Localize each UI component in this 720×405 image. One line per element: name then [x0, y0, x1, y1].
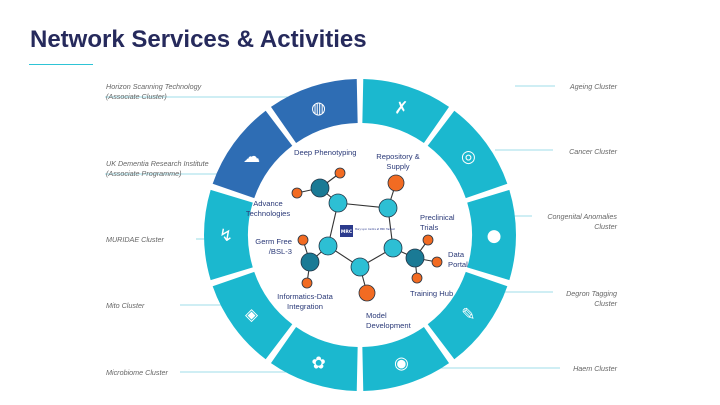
cluster-label-muridae: MURIDAE Cluster: [106, 235, 164, 244]
logo-mark: [340, 225, 353, 237]
service-preclinical-trials: Preclinical Trials: [420, 213, 455, 232]
network-node: [334, 167, 346, 179]
cluster-label-degron: Degron Tagging Cluster: [566, 289, 617, 308]
network-node: [411, 272, 423, 284]
network-node: [350, 257, 370, 277]
service-data-portal: Data Portal: [448, 250, 468, 269]
cluster-label-horizon: Horizon Scanning Technology (Associate C…: [106, 82, 202, 101]
mouse-icon: ↯: [219, 226, 233, 246]
blood-cells-icon: ◉: [394, 353, 409, 373]
network-node: [328, 193, 348, 213]
network-node: [422, 234, 434, 246]
cluster-label-congenital: Congenital Anomalies Cluster: [547, 212, 617, 231]
network-node: [387, 174, 405, 192]
ring-segment: [212, 110, 293, 199]
ring-segment: [362, 326, 450, 391]
brain-icon: ☁: [243, 147, 260, 167]
cluster-label-uk-dementia: UK Dementia Research Institute (Associat…: [106, 159, 209, 178]
ring-segment: [362, 79, 450, 144]
logo-mark-text: MRC: [341, 229, 353, 235]
ring-segment: [427, 271, 508, 360]
pipette-icon: ✎: [461, 305, 475, 325]
network-node: [378, 198, 398, 218]
network-node: [431, 256, 443, 268]
fingerprint-icon: ◍: [311, 99, 326, 119]
network-node: [358, 284, 376, 302]
cluster-label-haem: Haem Cluster: [573, 364, 617, 373]
ring-segment: [203, 189, 253, 281]
network-node: [405, 248, 425, 268]
ring-segment: [270, 79, 358, 144]
ring-segment: [270, 326, 358, 391]
mitochondria-icon: ◈: [245, 305, 259, 325]
cluster-label-ageing: Ageing Cluster: [569, 82, 617, 91]
cluster-label-mito: Mito Cluster: [106, 301, 145, 310]
ring-segment: [212, 271, 293, 360]
network-node: [383, 238, 403, 258]
network-node: [301, 277, 313, 289]
network-node: [291, 187, 303, 199]
network-node: [318, 236, 338, 256]
dna-icon: ✗: [394, 99, 408, 119]
cluster-label-microbiome: Microbiome Cluster: [106, 368, 168, 377]
ring-segment: [467, 189, 516, 281]
ring-segment: [427, 110, 508, 199]
bacteria-icon: ✿: [311, 353, 325, 373]
service-repository-supply: Repository & Supply: [376, 152, 420, 171]
cell-icon: ◎: [461, 147, 476, 167]
network-node: [300, 252, 320, 272]
service-advance-technologies: Advance Technologies: [245, 199, 291, 218]
logo-text: Mary Lyon Centre at MRC Harwell: [355, 228, 395, 231]
network-node: [297, 234, 309, 246]
network-node: [310, 178, 330, 198]
service-model-development: Model Development: [366, 311, 411, 330]
service-training-hub: Training Hub: [410, 289, 454, 298]
embryo-icon: ●: [487, 226, 502, 246]
cluster-label-cancer: Cancer Cluster: [569, 147, 617, 156]
service-deep-phenotyping: Deep Phenotyping: [294, 148, 357, 157]
service-germ-free: Germ Free /BSL-3: [255, 237, 292, 256]
title-underline: [29, 64, 93, 65]
service-informatics: Informatics-Data Integration: [277, 292, 333, 311]
page-title: Network Services & Activities: [30, 26, 367, 53]
